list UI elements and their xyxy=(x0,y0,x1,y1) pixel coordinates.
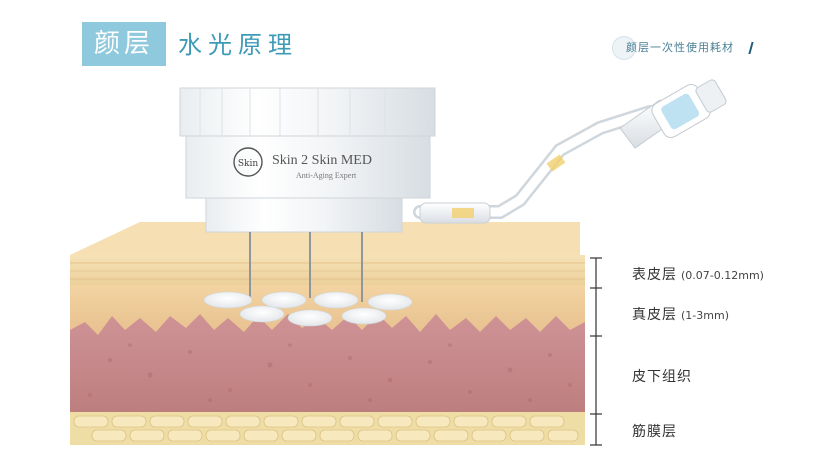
tissue-dots xyxy=(88,343,572,402)
label-dermis-detail: (1-3mm) xyxy=(681,309,729,322)
device-logo-text: Skin xyxy=(238,159,258,169)
label-fascia-name: 筋膜层 xyxy=(632,424,677,440)
label-subcutaneous-name: 皮下组织 xyxy=(632,369,692,385)
device-brand-name: Skin 2 Skin MED xyxy=(272,153,372,168)
label-fascia: 筋膜层 xyxy=(632,421,677,441)
brand-tag-text: 颜层一次性使用耗材 xyxy=(626,41,734,54)
fascia-cells xyxy=(73,415,579,442)
needles xyxy=(249,232,363,302)
label-epidermis-detail: (0.07-0.12mm) xyxy=(681,269,764,282)
label-dermis: 真皮层 (1-3mm) xyxy=(632,304,729,324)
label-epidermis: 表皮层 (0.07-0.12mm) xyxy=(632,264,764,284)
serum-bubbles xyxy=(203,291,413,327)
label-epidermis-name: 表皮层 xyxy=(632,267,677,283)
device-logo-icon xyxy=(233,147,263,177)
page-title: 水光原理 xyxy=(178,31,298,59)
layer-bracket xyxy=(590,257,602,446)
device-tagline: Anti-Aging Expert xyxy=(296,171,357,180)
brand-dot-icon xyxy=(612,36,636,60)
skin-top-surface xyxy=(70,222,580,255)
tube-connector xyxy=(413,79,727,224)
epidermis-layer xyxy=(70,255,585,285)
label-dermis-name: 真皮层 xyxy=(632,307,677,323)
subcutaneous-layer xyxy=(70,314,585,412)
device-body xyxy=(179,87,436,233)
header-badge: 颜层 xyxy=(82,22,166,66)
label-subcutaneous: 皮下组织 xyxy=(632,366,692,386)
brand-tag: 颜层一次性使用耗材 xyxy=(612,36,754,60)
